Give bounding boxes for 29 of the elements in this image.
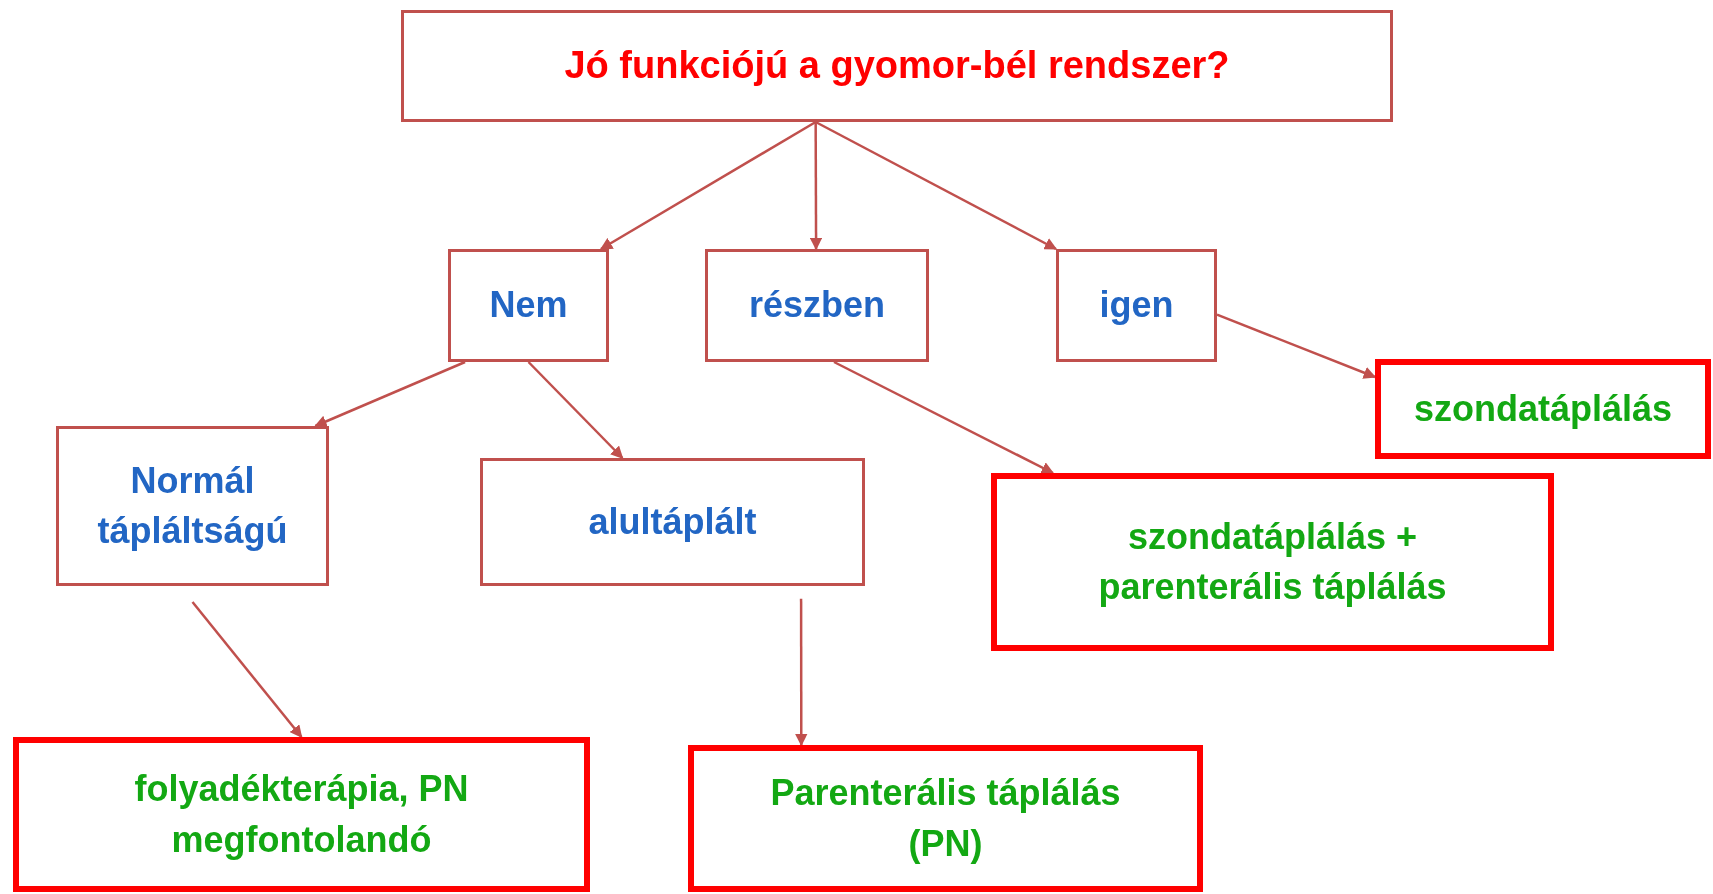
arrow: [314, 360, 466, 428]
result-box: [1375, 359, 1711, 459]
answer-box: [1056, 249, 1217, 362]
result-box: [13, 737, 590, 892]
arrow: [599, 120, 817, 251]
box-text: Parenterális táplálás (PN): [769, 771, 1122, 866]
arrow: [795, 598, 808, 747]
question-box: [401, 10, 1393, 122]
box-text: folyadékterápia, PN megfontolandó: [133, 767, 470, 862]
answer-box: [56, 426, 329, 586]
box-text: szondatáplálás: [1413, 386, 1673, 431]
arrow: [809, 122, 823, 251]
arrow: [833, 360, 1055, 475]
box-text: részben: [748, 283, 886, 328]
arrow: [815, 120, 1058, 251]
box-text: alultáplált: [588, 499, 757, 544]
arrow: [191, 601, 303, 738]
box-text: igen: [1099, 283, 1174, 328]
box-text: szondatáplálás + parenterális táplálás: [1097, 514, 1448, 609]
box-text: Nem: [489, 283, 568, 328]
answer-box: [480, 458, 865, 586]
answer-box: [705, 249, 929, 362]
arrow: [527, 361, 624, 459]
arrow: [1216, 313, 1377, 379]
result-box: [991, 473, 1554, 651]
answer-box: [448, 249, 609, 362]
result-box: [688, 745, 1203, 892]
box-text: Jó funkciójú a gyomor-bél rendszer?: [564, 43, 1230, 89]
box-text: Normál tápláltságú: [96, 458, 289, 553]
